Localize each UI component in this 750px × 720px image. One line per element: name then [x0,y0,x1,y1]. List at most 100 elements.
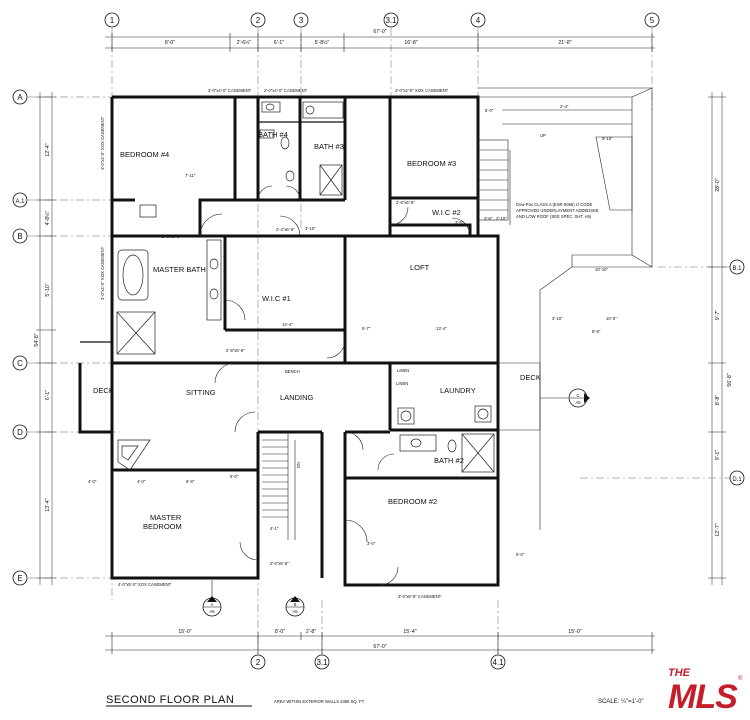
misc-dim-15: 4'-0" [137,479,146,484]
roof-note: Dow-Pox CLASS A (ESR-5056) c/ CODE APPRO… [516,202,599,219]
dim-left-2: 4'-8½" [44,211,51,226]
dim-top-1: 8'-0" [165,40,175,46]
dimension-strings-bottom: 15'-0" 8'-0" 2'-8" 15'-4" 15'-0" 67'-0" [105,629,655,654]
grid-label-top-5: 4 [476,16,481,25]
stair-lower: DN [262,432,301,540]
room-label-landing: LANDING [280,393,314,402]
misc-dim-4: 3'-5" [455,220,464,225]
grid-label-top-2: 2 [256,16,261,25]
roof-note-line-2: APPROVED UNDERLAYMENT ADDEDSEE [516,208,599,213]
room-label-bath2: BATH #2 [434,456,464,465]
roof-outline [478,87,653,530]
dim-bottom-5: 15'-0" [568,629,581,635]
dim-left-5: 6'-1" [45,390,51,400]
misc-dim-8: 10'-0" [606,316,617,321]
grid-label-left-2: A.1 [15,199,25,205]
misc-dim-5: 3'-6" [484,216,493,221]
section-a-sheet: A5 [209,609,215,614]
dim-right-4: 9'-1" [715,450,721,460]
room-label-bath4: BATH #4 [258,130,288,139]
dim-top-2: 2'-6½" [237,39,252,46]
section-marker-a: A A5 [202,580,222,617]
dim-right-1: 28'-0" [715,178,721,191]
misc-dim-18: 5'-0" [516,552,525,557]
room-labels: BEDROOM #4 BATH #4 BATH #3 BEDROOM #3 W.… [93,130,541,531]
grid-label-top-6: 5 [650,16,655,25]
misc-dim-2: 2'-4" [560,104,569,109]
dim-bottom-total: 67'-0" [373,644,386,650]
grid-label-left-1: A [17,93,23,102]
misc-dim-3: 9'-10" [602,136,613,141]
misc-dim-21: 10'-10" [595,267,609,272]
grid-label-left-5: D [17,428,23,437]
room-label-wic1: W.I.C #1 [262,294,291,303]
misc-dim-7: 3'-10" [552,316,563,321]
room-label-master-bedroom-2: BEDROOM [143,522,182,531]
room-label-bedroom4: BEDROOM #4 [120,150,169,159]
window-note-7: 2'-0"x6'-8" CASEMENT [398,594,442,599]
room-label-deck-left: DECK [93,386,114,395]
dimension-strings-left: 12'-4" 4'-8½" 5'-10" 6'-1" 13'-4" 54'-8" [34,92,56,585]
door-notes: 2'-6"x6'-8" 2'-4"x6'-8" 2'-8"x6'-8" 2'-6… [162,200,415,566]
dim-right-2: 9'-7" [715,310,721,320]
dim-right-total: 56'-8" [727,373,733,386]
grid-lines [28,28,735,655]
logo-mls: MLS [668,678,738,716]
room-label-bath3: BATH #3 [314,142,344,151]
dim-top-3: 6'-1" [274,40,284,46]
misc-dim-13: 4'-0" [88,479,97,484]
grid-label-bottom-2: 3.1 [316,658,328,667]
window-note-6: 4'-0"x5'-0" XOX CASEMENT [118,582,172,587]
dim-left-total: 54'-8" [34,333,40,346]
dim-right-5: 12'-7" [715,523,721,536]
misc-dim-11: 5'-7" [362,326,371,331]
misc-dim-20: 8'-0" [230,474,239,479]
fixtures [116,101,495,473]
dimension-strings-right: 28'-0" 9'-7" 8'-8" 9'-1" 12'-7" 56'-8" [708,92,733,585]
grid-bubbles-top: 1 2 3 3.1 4 5 [104,12,660,28]
misc-dim-10: 14'-4" [282,322,293,327]
misc-dim-9: 8'-8" [592,329,601,334]
stair-upper: UP [477,133,546,221]
door-note-4: 2'-6"x6'-8" [396,200,415,205]
scale-note: SCALE: ¼"=1'-0" [598,699,644,705]
grid-label-top-4: 3.1 [385,16,397,25]
dim-left-3: 5'-10" [45,283,51,296]
room-label-master-bedroom-1: MASTER [150,513,182,522]
section-c-sheet: A5 [575,400,581,405]
window-notes: 3'-0"x4'-0" CASEMENT 4'-0"x4'-0" XOX CAS… [100,88,449,599]
dim-top-5: 16'-8" [404,40,417,46]
room-label-laundry: LAUNDRY [440,386,476,395]
section-b-sheet: A5 [292,609,298,614]
title-block: SECOND FLOOR PLAN AREA WITHIN EXTERIOR W… [106,694,644,707]
misc-dim-19: 3'-10" [305,226,316,231]
section-b-label: B [294,602,297,607]
misc-dimensions: 5'-0" 2'-4" 9'-10" 3'-5" 3'-6" 2'-10" 3'… [88,104,617,557]
dim-left-1: 12'-4" [45,143,51,156]
grid-label-left-4: C [17,359,23,368]
plan-title: SECOND FLOOR PLAN [106,694,234,706]
window-note-2: 4'-0"x4'-0" XOX CASEMENT [395,88,449,93]
misc-dim-16: 7'-11" [185,173,196,178]
grid-label-bottom-3: 4.1 [492,658,504,667]
room-label-wic2: W.I.C #2 [432,208,461,217]
dim-bottom-4: 15'-4" [403,629,416,635]
grid-label-right-1: B.1 [732,266,742,272]
door-note-1: 2'-6"x6'-8" [162,234,181,239]
room-label-bedroom3: BEDROOM #3 [407,159,456,168]
section-a-label: A [211,602,214,607]
logo-registered: ® [738,675,743,682]
window-note-3: 2'-0"x4'-0" CASEMENT [264,88,308,93]
misc-dim-22: 3'-0" [367,541,376,546]
misc-dim-6: 2'-10" [496,216,507,221]
room-label-sitting: SITTING [186,388,216,397]
grid-label-left-3: B [17,232,22,241]
misc-dim-14: 8'-8" [186,479,195,484]
area-note: AREA WITHIN EXTERIOR WALLS 2356 SQ. FT. [274,699,365,704]
stair-up-label: UP [540,133,546,138]
dim-bottom-3: 2'-8" [306,629,316,635]
room-label-deck-right: DECK [520,373,541,382]
dim-left-7: 13'-4" [45,498,51,511]
walls [78,95,541,587]
